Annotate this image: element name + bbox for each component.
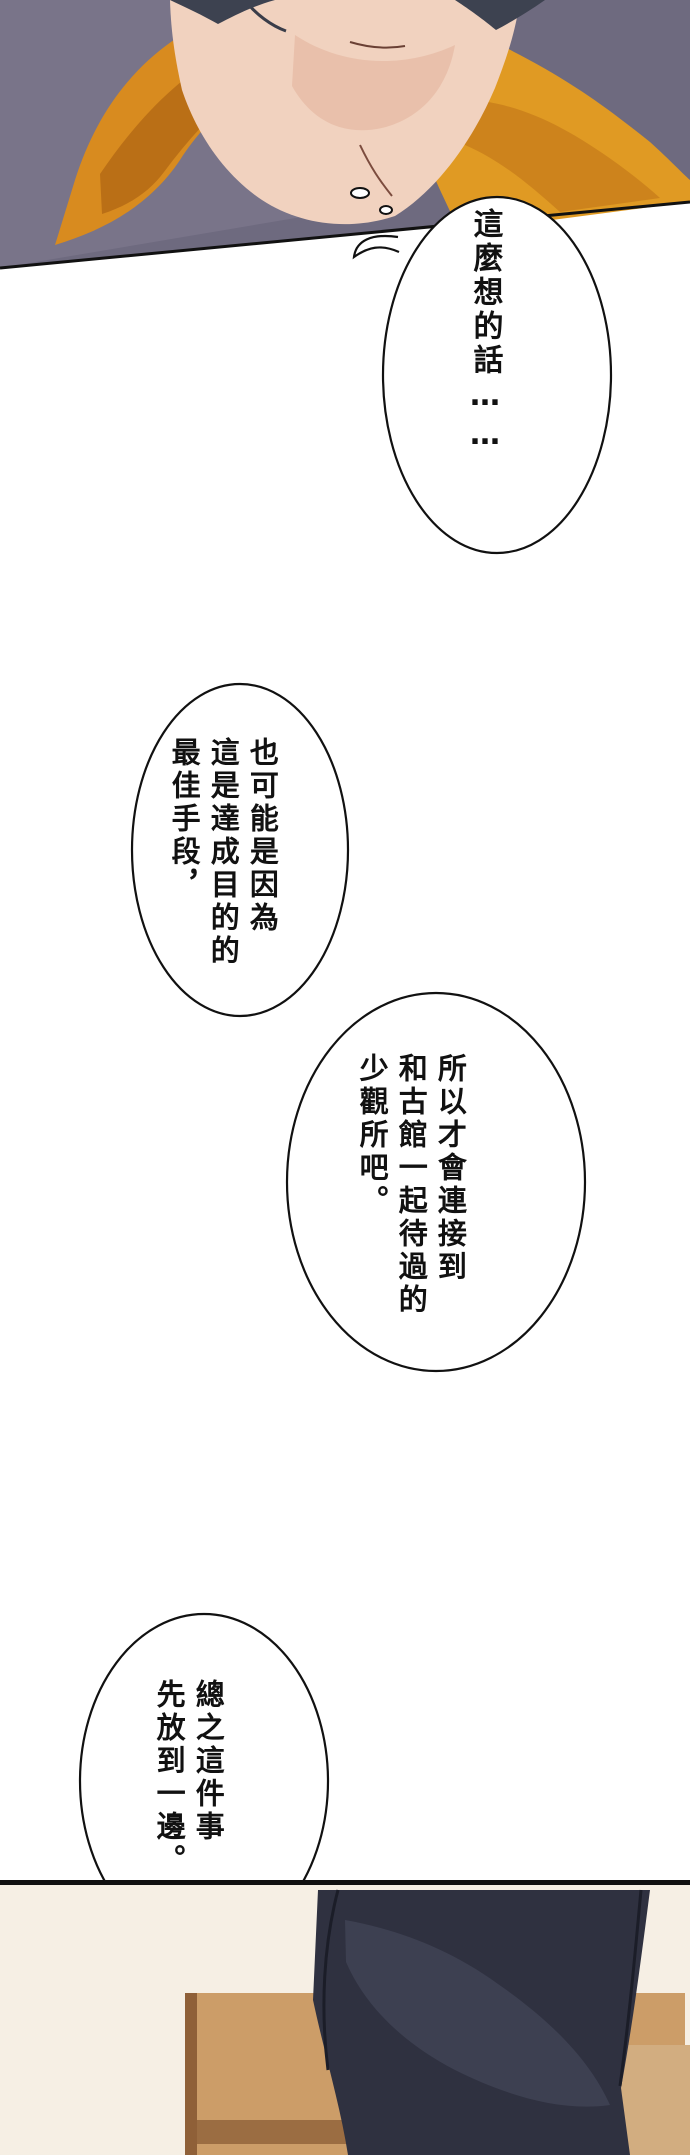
bubble-1-dot-2 xyxy=(379,205,393,215)
chair-left-edge xyxy=(322,1889,340,2071)
bubble-1-line-1: 這麼想的話…… xyxy=(467,208,503,456)
bubble-4-text: 總之這件事 先放到一邊。 xyxy=(149,1679,227,1919)
bubble-3-shape xyxy=(285,991,587,1373)
bubble-3-text: 所以才會連接到 和古館一起待過的 少觀所吧。 xyxy=(352,1053,469,1353)
bubble-3-line-1: 所以才會連接到 xyxy=(433,1053,468,1284)
top-panel xyxy=(0,0,690,270)
bubble-2-line-2: 這是達成目的的 xyxy=(206,737,241,968)
bubble-1-tail xyxy=(352,234,400,260)
bubble-3-line-3: 少觀所吧。 xyxy=(355,1053,390,1218)
bottom-panel xyxy=(0,1880,690,2155)
bubble-2-line-3: 最佳手段， xyxy=(167,737,202,902)
chair-highlight xyxy=(345,1920,610,2107)
top-panel-border xyxy=(0,200,690,270)
speech-bubbles xyxy=(78,187,613,1950)
bubble-1-text: 這麼想的話…… xyxy=(464,208,505,508)
bubble-4-line-2: 先放到一邊。 xyxy=(152,1679,187,1877)
bubble-1-dot-1 xyxy=(350,187,370,199)
hair-right xyxy=(455,0,545,30)
bubble-2-shape xyxy=(130,682,350,1018)
chair-right-edge xyxy=(618,1889,643,2087)
neck-shadow xyxy=(292,35,455,131)
bubble-3-line-2: 和古館一起待過的 xyxy=(394,1053,429,1317)
hair-left xyxy=(170,0,275,24)
desk-edge-left xyxy=(185,1993,197,2155)
bubble-4-line-1: 總之這件事 xyxy=(191,1679,226,1844)
collarbone-line xyxy=(359,144,393,197)
bubble-2-text: 也可能是因為 這是達成目的的 最佳手段， xyxy=(164,737,281,987)
hoodie-fold-right xyxy=(445,99,660,212)
bubble-1-shape xyxy=(381,195,613,555)
bottom-panel-border xyxy=(0,1880,690,1885)
mouth-line xyxy=(349,41,406,49)
bubble-2-line-1: 也可能是因為 xyxy=(245,737,280,935)
